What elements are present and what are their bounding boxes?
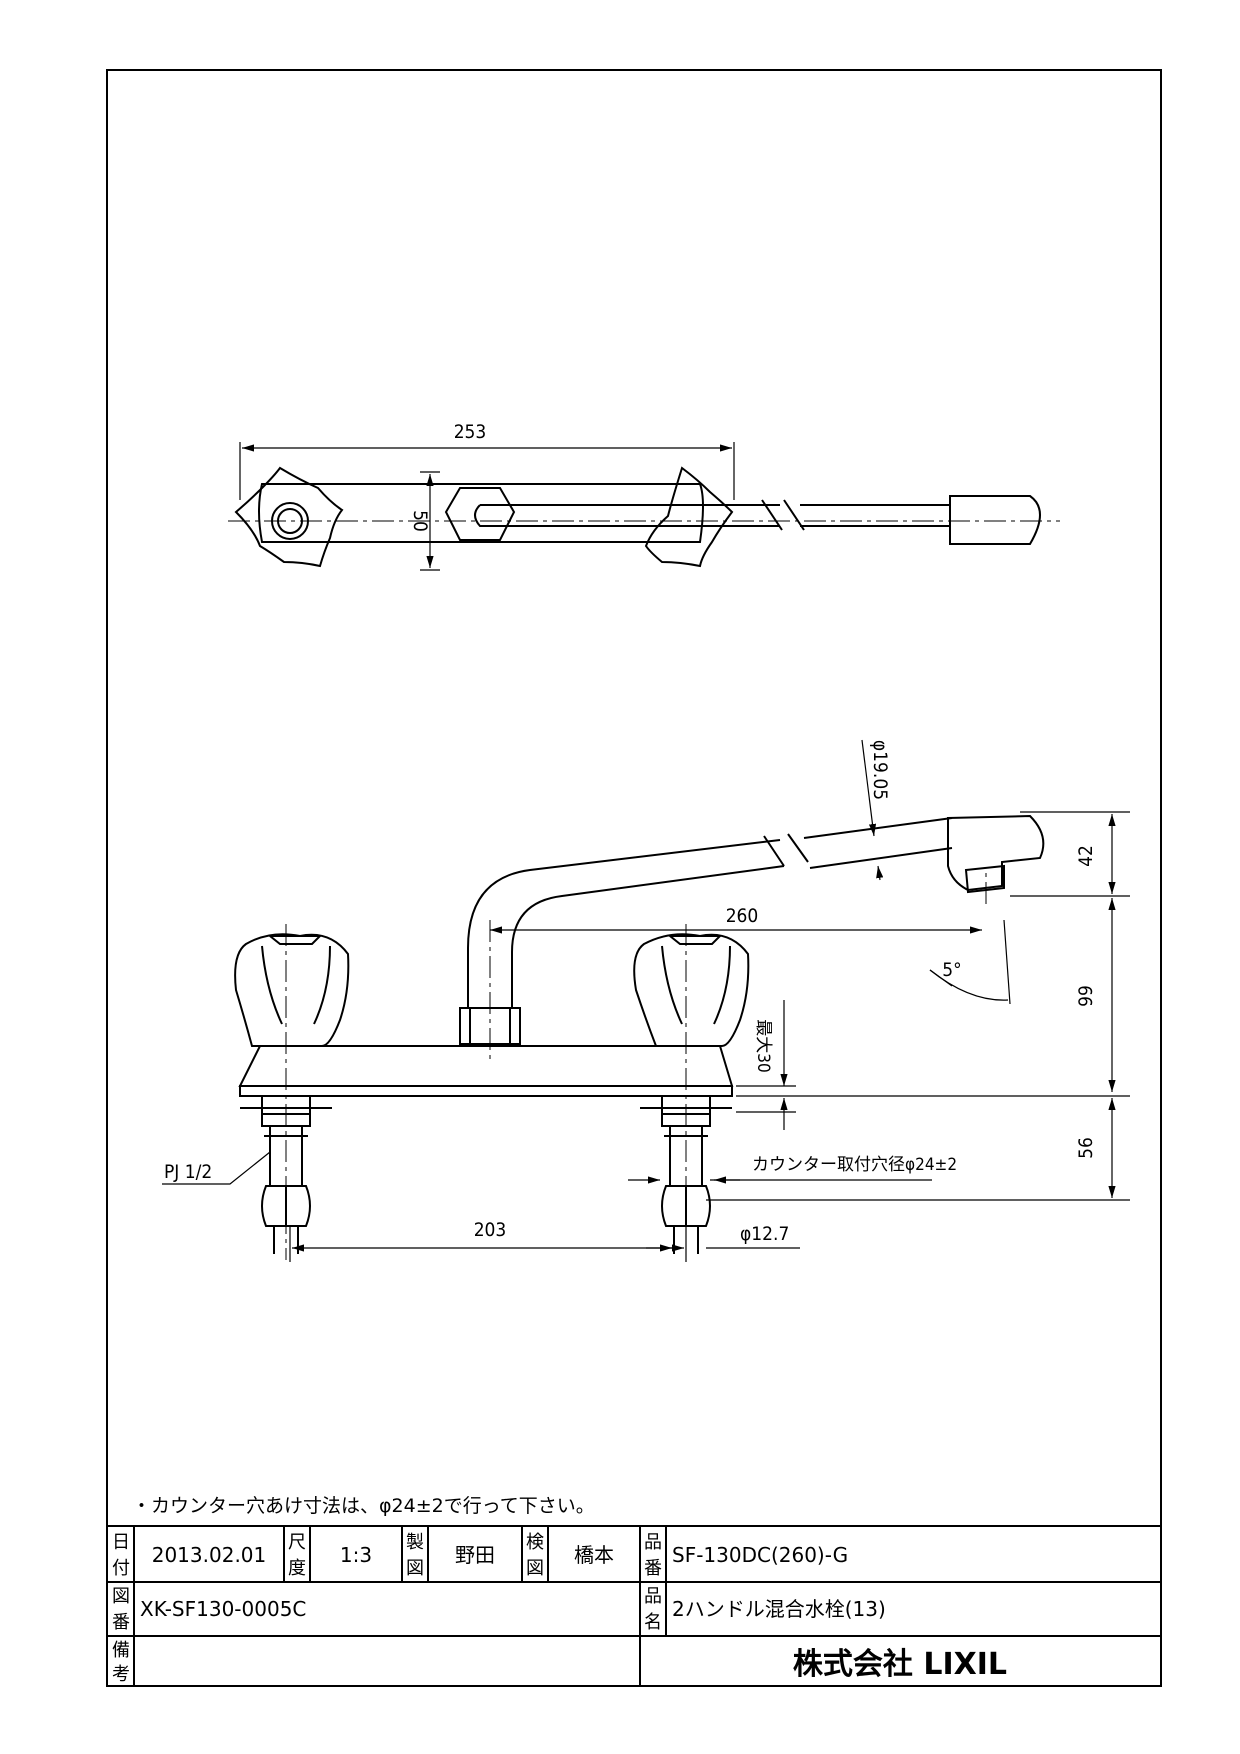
title-block-grid (107, 1525, 1161, 1686)
label-drawing-no-1: 図 (112, 1586, 130, 1607)
label-scale-1: 尺 (288, 1532, 306, 1553)
right-handle-top (644, 466, 734, 568)
top-view (234, 466, 1041, 568)
dim-center-distance: 203 (474, 1219, 507, 1241)
left-handle-front (234, 933, 350, 1047)
dim-top-height: 50 (409, 510, 431, 532)
drawing-no-value: XK-SF130-0005C (140, 1597, 306, 1621)
company-logo: 株式会社 LIXIL (793, 1647, 1007, 1682)
drawing-frame (106, 69, 1162, 1687)
dim-shank-length: 56 (1075, 1137, 1097, 1159)
right-handle-front (633, 933, 750, 1047)
dim-counter-hole: カウンター取付穴径φ24±2 (752, 1155, 957, 1175)
spout-front (467, 839, 785, 1008)
label-product-name-1: 品 (644, 1586, 662, 1607)
front-dimension-lines (162, 739, 1130, 1262)
dim-spout-clearance: 99 (1075, 985, 1097, 1007)
dim-top-width: 253 (454, 421, 487, 443)
dim-spout-height: 42 (1075, 845, 1097, 867)
label-checked-1: 検 (526, 1532, 544, 1553)
center-nut-top (444, 487, 516, 541)
drilling-note: ・カウンター穴あけ寸法は、φ24±2で行って下さい。 (132, 1495, 595, 1517)
label-date-1: 日 (112, 1532, 130, 1553)
product-no-value: SF-130DC(260)-G (672, 1543, 848, 1567)
scale-value: 1:3 (340, 1543, 372, 1567)
label-product-no-1: 品 (644, 1532, 662, 1553)
aerator-top (949, 495, 1041, 545)
deck-body (238, 1045, 734, 1087)
top-dimension-lines (239, 442, 735, 571)
aerator-front (947, 814, 1045, 892)
label-remarks-2: 考 (112, 1664, 130, 1685)
label-drawn-1: 製 (406, 1532, 424, 1553)
label-drawing-no-2: 番 (112, 1612, 130, 1633)
date-value: 2013.02.01 (152, 1543, 267, 1567)
label-product-name-2: 名 (644, 1612, 662, 1633)
drawn-by-value: 野田 (455, 1543, 495, 1567)
dim-pipe-thread: PJ 1/2 (164, 1161, 212, 1183)
label-product-no-2: 番 (644, 1558, 662, 1579)
dim-angle: 5° (942, 959, 961, 981)
label-remarks-1: 備 (112, 1640, 130, 1661)
front-view (234, 814, 1045, 1254)
dim-pipe-diameter: φ19.05 (869, 740, 891, 800)
checked-by-value: 橋本 (574, 1543, 614, 1567)
spout-top (474, 504, 780, 527)
center-nut-front (459, 1007, 521, 1045)
product-name-value: 2ハンドル混合水栓(13) (672, 1597, 886, 1621)
label-scale-2: 度 (288, 1558, 306, 1579)
dim-supply-diameter: φ12.7 (740, 1223, 789, 1245)
label-checked-2: 図 (526, 1558, 544, 1579)
dim-spout-reach: 260 (726, 905, 759, 927)
left-handle-top (234, 466, 344, 568)
dim-max-counter: 最大30 (753, 1019, 773, 1072)
label-drawn-2: 図 (406, 1558, 424, 1579)
label-date-2: 付 (112, 1558, 130, 1579)
